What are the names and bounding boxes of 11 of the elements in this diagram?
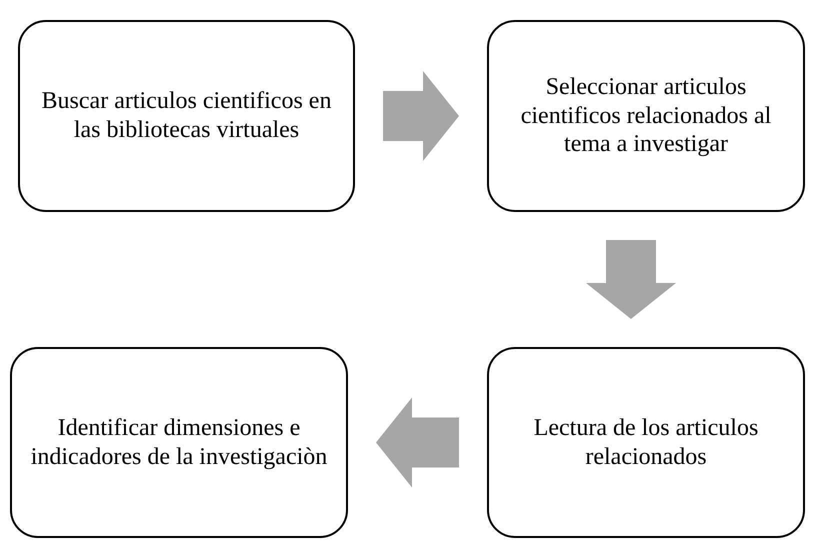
block-arrow xyxy=(586,240,676,319)
box-text: Seleccionar articulos cientificos relacionados al tema a investigar xyxy=(520,72,772,160)
box-text: Lectura de los articulos relacionados xyxy=(532,414,760,472)
process-box xyxy=(487,20,805,212)
block-arrow xyxy=(383,71,459,161)
process-box xyxy=(487,347,805,538)
block-arrow xyxy=(376,398,459,488)
box-text: Identificar dimensiones e indicadores de la investigaciòn xyxy=(30,414,328,472)
process-box xyxy=(10,347,348,538)
box-text: Buscar articulos cientificos en las bibliotecas virtuales xyxy=(40,87,332,145)
process-box xyxy=(18,20,355,212)
